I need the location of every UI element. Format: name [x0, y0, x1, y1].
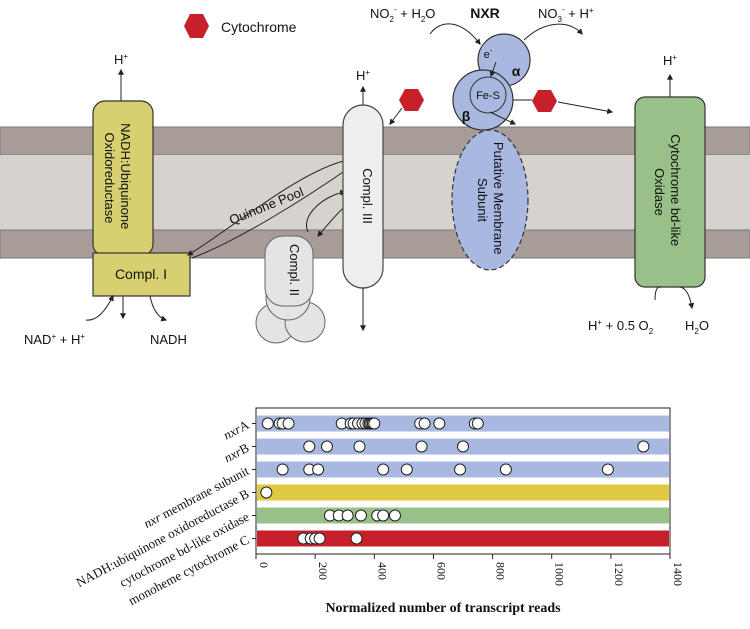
nxr-membrane-label: Putative Membrane Subunit	[475, 142, 506, 258]
data-point	[601, 463, 614, 476]
data-point	[415, 440, 428, 453]
nxr-alpha-label: α	[512, 63, 521, 79]
x-tick-label: 800	[494, 562, 508, 580]
data-point	[282, 417, 295, 430]
row-label: nxrA	[221, 417, 252, 443]
compl-iii-proton-label: H+	[356, 68, 370, 83]
data-point	[457, 440, 469, 453]
data-point	[471, 417, 484, 430]
data-point	[313, 532, 326, 545]
x-axis-label: Normalized number of transcript reads	[325, 601, 561, 616]
data-point	[261, 417, 274, 430]
x-tick-label: 400	[375, 562, 389, 580]
cytochrome-icon	[399, 89, 424, 111]
data-point	[354, 509, 367, 522]
x-tick-label: 200	[316, 562, 330, 580]
compl-ii-quinone-arrow	[306, 189, 347, 233]
nadh-label: NADH	[150, 332, 187, 347]
x-tick-label: 600	[434, 562, 448, 580]
fes-label: Fe-S	[476, 90, 500, 102]
complex-ii: Compl. II	[255, 235, 326, 344]
data-point	[303, 440, 316, 453]
data-point	[377, 509, 390, 522]
nad-label: NAD+ + H+	[24, 332, 85, 347]
nxr-title: NXR	[470, 5, 500, 21]
nitrate-label: NO3- + H+	[538, 5, 594, 24]
data-point	[388, 509, 401, 522]
cytochrome-legend-label: Cytochrome	[221, 19, 297, 35]
x-tick-label: 1200	[612, 562, 626, 586]
oxidase-label: Cytochrome bd-like Oxidase	[652, 134, 683, 250]
data-point	[350, 532, 363, 545]
nitrite-label: NO2- + H2O	[370, 5, 435, 24]
cytochrome-icon	[532, 90, 557, 112]
complex-i: NADH:Ubiquinone Oxidoreductase Compl. I …	[24, 52, 191, 347]
oxidase-product-label: H2O	[685, 318, 709, 336]
row-band	[257, 415, 669, 432]
nadh-arrow	[149, 295, 168, 322]
row-band	[257, 507, 669, 524]
data-point	[260, 486, 273, 499]
oxidase-substrate-label: H+ + 0.5 O2	[588, 318, 654, 336]
compl-i-proton-label: H+	[114, 52, 128, 67]
data-point	[499, 463, 512, 476]
nadh-oxidoreductase-label: NADH:Ubiquinone Oxidoreductase	[102, 123, 133, 233]
cytochrome-legend-icon	[184, 14, 209, 38]
nitrate-arrow	[523, 23, 583, 41]
data-point	[400, 463, 413, 476]
data-point	[637, 440, 650, 453]
data-point	[312, 463, 325, 476]
data-point	[353, 440, 366, 453]
oxidase-complex: Cytochrome bd-like Oxidase H+ H+ + 0.5 O…	[588, 53, 709, 336]
nad-arrow	[85, 294, 114, 321]
electron-label: e-	[484, 46, 493, 61]
data-point	[341, 509, 354, 522]
data-point	[377, 463, 390, 476]
compl-iii-label: Compl. III	[360, 168, 375, 224]
data-point	[320, 440, 333, 453]
nxr-membrane-subunit	[451, 129, 529, 271]
nxr-complex: NXR Putative Membrane Subunit Fe-S α β e…	[370, 5, 594, 271]
complex-iii: Compl. III H+	[342, 68, 384, 332]
compl-i-box	[92, 252, 191, 297]
plot-frame	[255, 407, 671, 555]
data-point	[454, 463, 467, 476]
data-point	[418, 417, 431, 430]
compl-i-label: Compl. I	[115, 266, 167, 282]
data-point	[368, 417, 381, 430]
data-point	[276, 463, 289, 476]
nitrite-arrow	[429, 23, 481, 45]
x-tick-label: 0	[257, 562, 271, 568]
x-tick-label: 1400	[671, 562, 685, 586]
row-band	[257, 484, 669, 501]
data-point	[433, 417, 446, 430]
oxidase-proton-label: H+	[663, 53, 677, 68]
row-label: nxrB	[221, 440, 251, 466]
compl-ii-label: Compl. II	[287, 244, 302, 296]
fes-cluster	[469, 76, 507, 114]
x-tick-label: 1000	[553, 562, 567, 586]
nxr-beta-label: β	[462, 108, 471, 124]
